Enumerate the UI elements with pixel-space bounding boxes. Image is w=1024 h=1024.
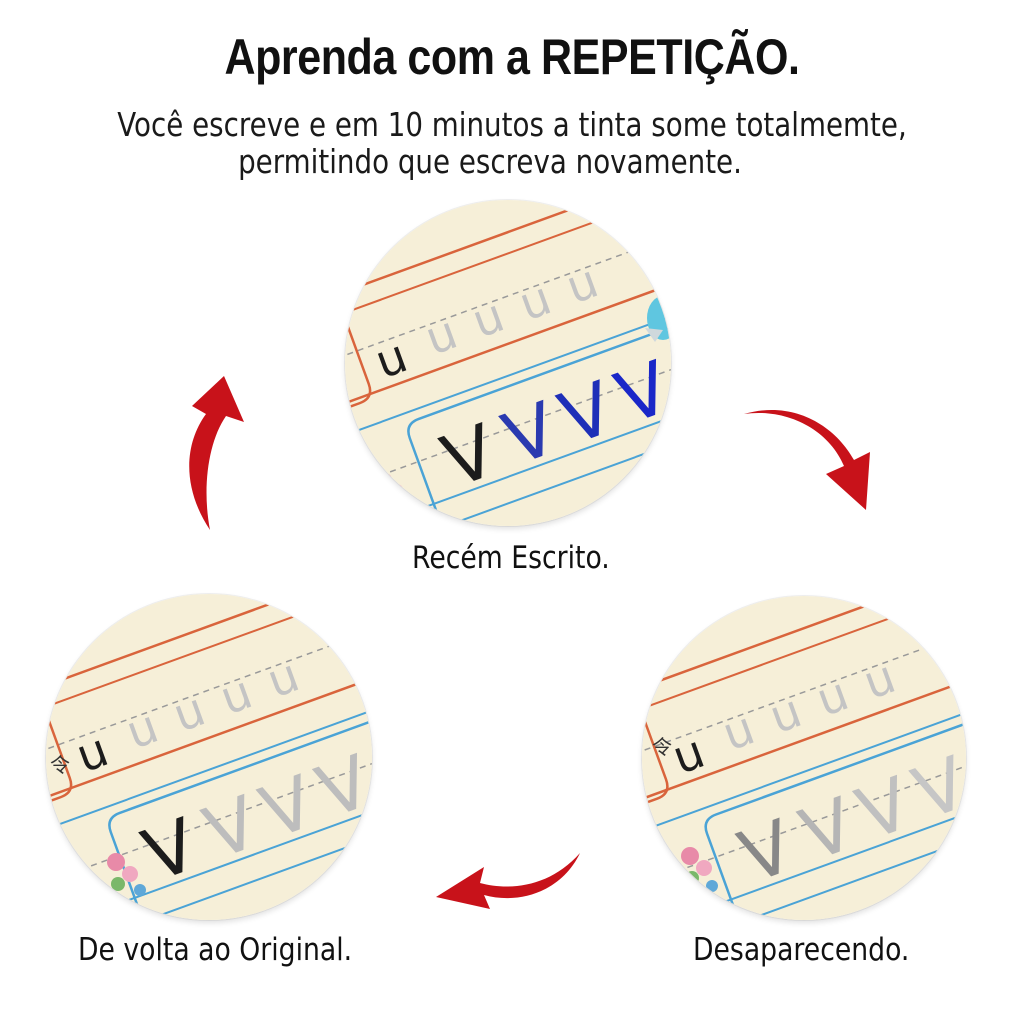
subtitle-line-1: Você escreve e em 10 minutos a tinta som… <box>117 105 907 144</box>
caption-original: De volta ao Original. <box>78 932 353 968</box>
page-title: Aprenda com a REPETIÇÃO. <box>224 29 800 85</box>
stage-circle-fresh: u u u u u V V V V <box>345 200 671 526</box>
flower-decoration-icon <box>107 853 146 896</box>
curved-arrow-icon <box>189 376 244 530</box>
side-glyph: 令 <box>50 753 70 777</box>
notebook-closeup: u u u u u V V V V <box>345 200 671 526</box>
stage-circle-original: u u u u u V V V V 令 <box>46 594 372 920</box>
notebook-closeup: u u u u u V V V V 令 <box>642 596 966 920</box>
subtitle-line-2: permitindo que escreva novamente. <box>238 142 742 181</box>
side-glyph: 令 <box>652 735 672 759</box>
caption-fading: Desaparecendo. <box>693 932 910 968</box>
curved-arrow-icon <box>744 409 870 510</box>
stage-circle-fading: u u u u u V V V V 令 <box>642 596 966 920</box>
notebook-closeup: u u u u u V V V V 令 <box>46 594 372 920</box>
caption-fresh: Recém Escrito. <box>412 540 610 576</box>
curved-arrow-icon <box>436 853 580 909</box>
